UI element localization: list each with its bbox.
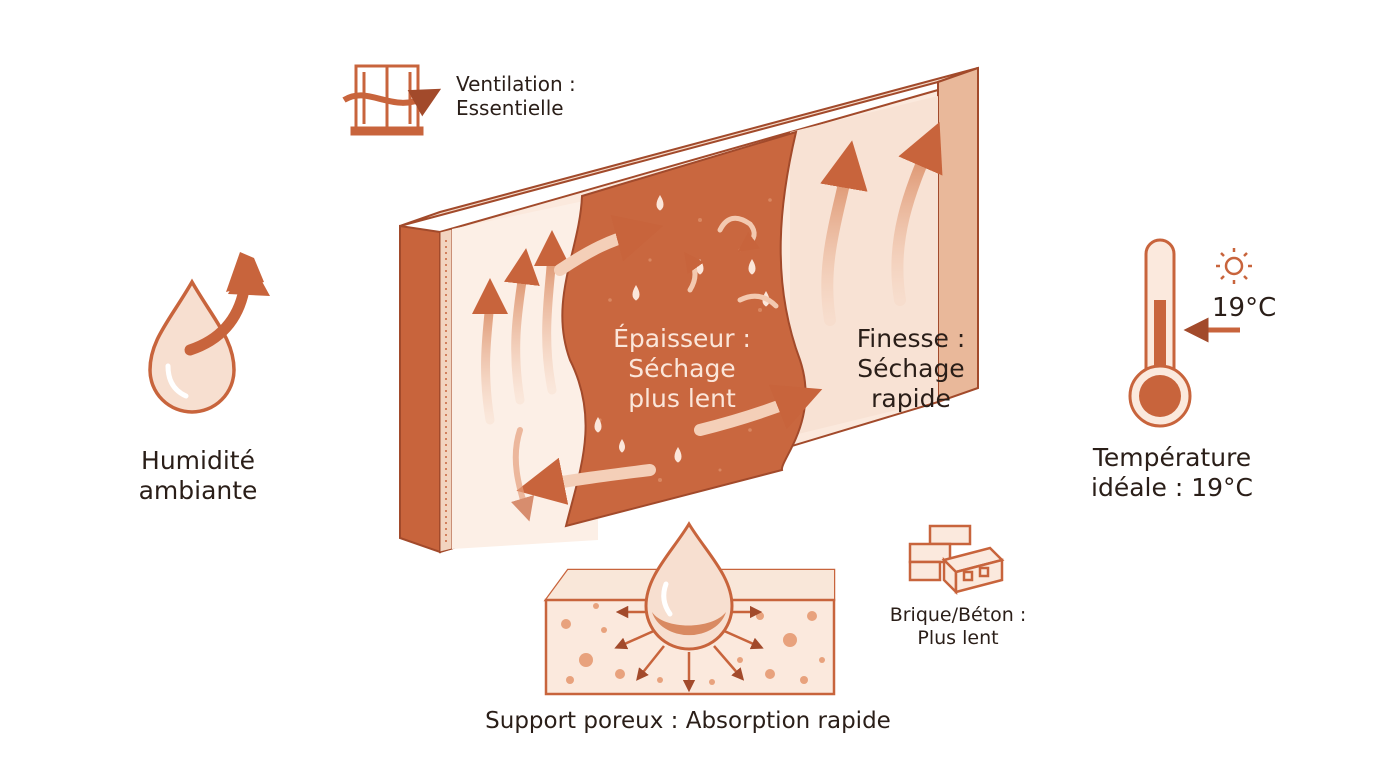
thinness-line3: rapide: [871, 384, 951, 413]
sun-icon: [1216, 248, 1252, 284]
porous-support-label: Support poreux : Absorption rapide: [485, 708, 891, 734]
temperature-line2: idéale : 19°C: [1091, 473, 1253, 502]
ventilation-label: Ventilation : Essentielle: [456, 72, 576, 120]
humidity-line2: ambiante: [138, 476, 258, 505]
humidity-line1: Humidité: [141, 446, 255, 475]
window-icon: [342, 64, 442, 136]
thermometer-icon: [1128, 238, 1240, 428]
bricks-icon: [908, 524, 1005, 596]
thickness-line3: plus lent: [628, 384, 736, 413]
ventilation-title: Ventilation :: [456, 72, 576, 96]
thinness-line1: Finesse :: [856, 324, 966, 353]
thickness-label: Épaisseur : Séchage plus lent: [572, 324, 792, 414]
humidity-label: Humidité ambiante: [118, 446, 278, 506]
thinness-label: Finesse : Séchage rapide: [826, 324, 996, 414]
thinness-line2: Séchage: [857, 354, 965, 383]
temperature-line1: Température: [1092, 443, 1252, 472]
temperature-label: Température idéale : 19°C: [1066, 443, 1278, 503]
porous-substrate-icon: [543, 521, 836, 696]
water-drop-icon: [148, 252, 270, 414]
brick-concrete-label: Brique/Béton : Plus lent: [866, 604, 1050, 650]
brick-line1: Brique/Béton :: [889, 604, 1027, 626]
wall-cross-section-icon: [399, 66, 979, 554]
thickness-line1: Épaisseur :: [613, 324, 751, 353]
temperature-readout: 19°C: [1212, 293, 1277, 323]
brick-line2: Plus lent: [917, 626, 999, 649]
ventilation-value: Essentielle: [456, 96, 564, 120]
thickness-line2: Séchage: [628, 354, 736, 383]
